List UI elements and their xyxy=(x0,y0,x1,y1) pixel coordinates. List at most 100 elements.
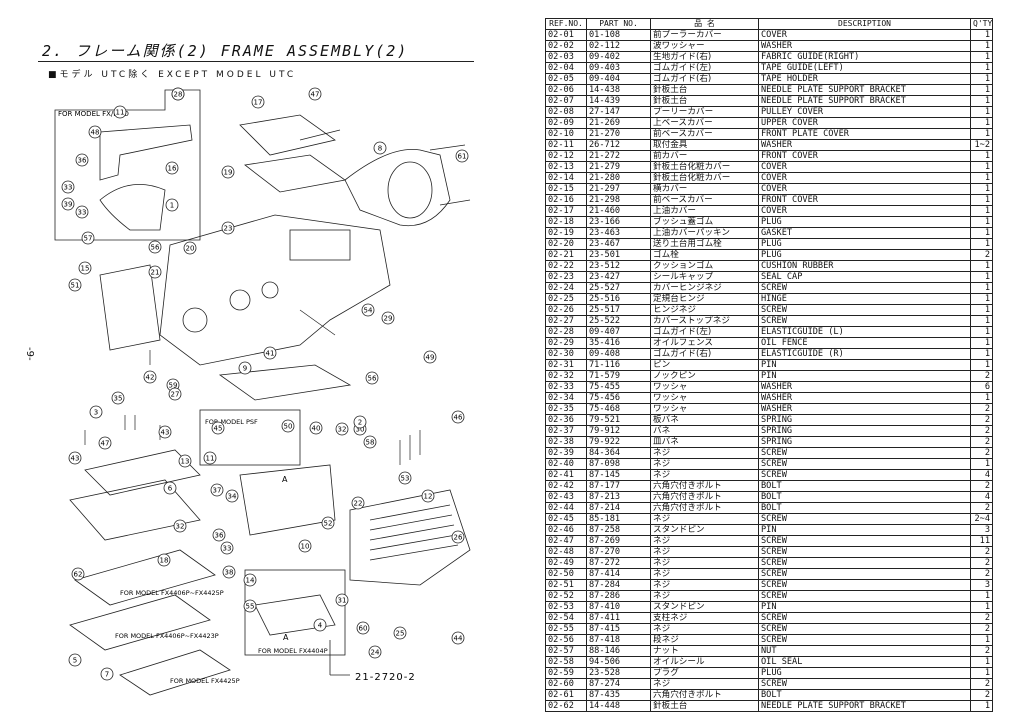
balloon-circle xyxy=(81,231,95,245)
cell-name-jp: 前カバー xyxy=(650,150,759,162)
label-ref-a: A xyxy=(282,475,288,484)
cell-description: NEEDLE PLATE SUPPORT BRACKET xyxy=(758,95,971,107)
balloon-number: 30 xyxy=(356,426,365,434)
col-header-name-jp: 品 名 xyxy=(650,18,759,30)
cell-name-jp: 前プーラーカバー xyxy=(650,29,759,41)
cell-name-jp: 段ネジ xyxy=(650,634,759,646)
part-8-hole xyxy=(387,161,433,219)
cell-description: WASHER xyxy=(758,139,971,151)
cell-part-no: 21-297 xyxy=(586,183,651,195)
cell-qty: 1 xyxy=(970,337,993,349)
cell-qty: 3 xyxy=(970,579,993,591)
part-balloon: 23 xyxy=(221,221,235,235)
balloon-circle xyxy=(71,567,85,581)
part-9-shape xyxy=(218,364,352,401)
frame-window-1 xyxy=(289,229,351,261)
cell-qty: 1 xyxy=(970,282,993,294)
balloon-circle xyxy=(220,541,234,555)
cell-part-no: 21-280 xyxy=(586,172,651,184)
part-balloon: 54 xyxy=(361,303,375,317)
cell-description: PIN xyxy=(758,601,971,613)
balloon-circle xyxy=(335,593,349,607)
part-balloon: 52 xyxy=(321,516,335,530)
balloon-circle xyxy=(68,451,82,465)
balloon-number: 61 xyxy=(458,153,467,161)
part-balloon: 20 xyxy=(183,241,197,255)
balloon-number: 16 xyxy=(168,165,177,173)
cell-description: SCREW xyxy=(758,634,971,646)
cell-description: NUT xyxy=(758,645,971,657)
cell-part-no: 21-298 xyxy=(586,194,651,206)
cell-ref-no: 02-45 xyxy=(545,513,587,525)
cell-part-no: 23-528 xyxy=(586,667,651,679)
cell-qty: 2 xyxy=(970,612,993,624)
part-balloon: 12 xyxy=(421,489,435,503)
cell-part-no: 79-521 xyxy=(586,414,651,426)
balloon-number: 1 xyxy=(170,202,174,210)
balloon-circle xyxy=(393,626,407,640)
part-balloon: 5 xyxy=(68,653,82,667)
balloon-circle xyxy=(157,553,171,567)
balloon-circle xyxy=(168,387,182,401)
balloon-number: 23 xyxy=(224,225,233,233)
cell-part-no: 23-467 xyxy=(586,238,651,250)
cell-description: NEEDLE PLATE SUPPORT BRACKET xyxy=(758,84,971,96)
cell-name-jp: ナット xyxy=(650,645,759,657)
cell-name-jp: ゴムガイド(左) xyxy=(650,62,759,74)
part-balloon: 38 xyxy=(222,565,236,579)
cell-qty: 2 xyxy=(970,568,993,580)
cell-part-no: 23-166 xyxy=(586,216,651,228)
cell-qty: 1 xyxy=(970,227,993,239)
label-ref-a2: A xyxy=(283,633,289,642)
cell-description: SCREW xyxy=(758,535,971,547)
frame-bore-3 xyxy=(261,281,279,299)
cell-name-jp: 支柱ネジ xyxy=(650,612,759,624)
cell-ref-no: 02-22 xyxy=(545,260,587,272)
cell-part-no: 02-112 xyxy=(586,40,651,52)
balloon-circle xyxy=(111,391,125,405)
part-balloon: 36 xyxy=(212,528,226,542)
cell-ref-no: 02-04 xyxy=(545,62,587,74)
part-balloon: 18 xyxy=(157,553,171,567)
cell-name-jp: 針板土台 xyxy=(650,84,759,96)
balloon-number: 41 xyxy=(266,350,275,358)
cell-description: WASHER xyxy=(758,392,971,404)
cell-part-no: 87-411 xyxy=(586,612,651,624)
balloon-number: 18 xyxy=(160,557,169,565)
balloon-circle xyxy=(398,471,412,485)
balloon-circle xyxy=(183,241,197,255)
balloon-number: 10 xyxy=(301,543,310,551)
cell-name-jp: 針板土台化粧カバー xyxy=(650,161,759,173)
cell-description: CUSHION RUBBER xyxy=(758,260,971,272)
frame-bore-1 xyxy=(182,307,208,333)
cell-part-no: 88-146 xyxy=(586,645,651,657)
cell-part-no: 71-579 xyxy=(586,370,651,382)
balloon-circle xyxy=(210,483,224,497)
cell-name-jp: カバーストップネジ xyxy=(650,315,759,327)
part-balloon: 21 xyxy=(148,265,162,279)
balloon-number: 31 xyxy=(338,597,347,605)
cell-ref-no: 02-15 xyxy=(545,183,587,195)
cell-ref-no: 02-09 xyxy=(545,117,587,129)
exploded-view-panel: 2. フレーム関係(2) FRAME ASSEMBLY(2) ■モデル UTC除… xyxy=(24,42,474,696)
cell-part-no: 87-272 xyxy=(586,557,651,569)
part-balloon: 31 xyxy=(335,593,349,607)
part-balloon: 42 xyxy=(143,370,157,384)
cell-qty: 1 xyxy=(970,51,993,63)
cell-part-no: 09-403 xyxy=(586,62,651,74)
cell-qty: 1 xyxy=(970,172,993,184)
cell-name-jp: シールキャップ xyxy=(650,271,759,283)
cell-ref-no: 02-27 xyxy=(545,315,587,327)
cell-qty: 1 xyxy=(970,194,993,206)
balloon-number: 11 xyxy=(206,455,215,463)
cell-description: TAPE GUIDE(LEFT) xyxy=(758,62,971,74)
cell-part-no: 87-284 xyxy=(586,579,651,591)
